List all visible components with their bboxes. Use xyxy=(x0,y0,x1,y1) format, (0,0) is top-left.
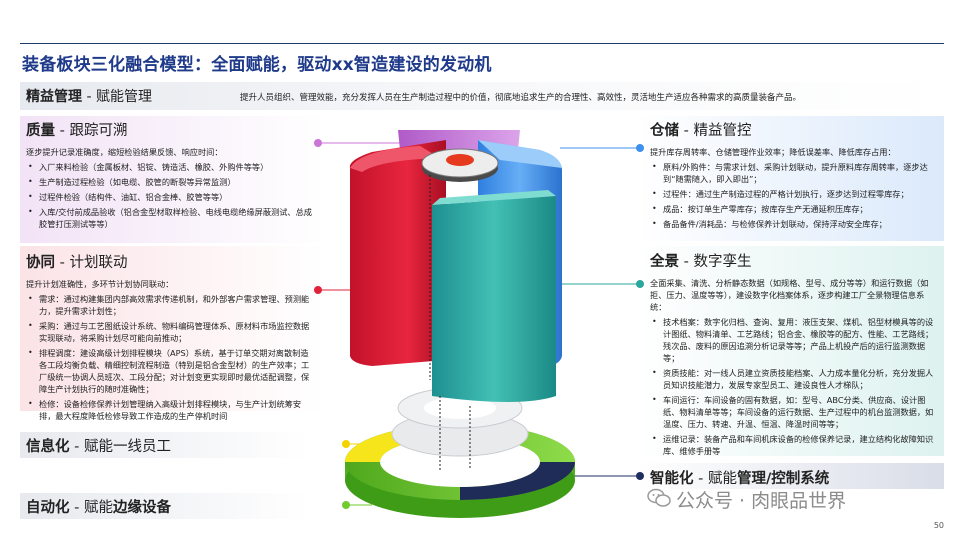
red-pillar xyxy=(349,140,446,366)
storage-heading: 仓储 - 精益管控 xyxy=(650,119,940,140)
cooperation-intro: 提升计划准确性，多环节计划协同联动： xyxy=(26,279,174,289)
cooperation-panel: 协同 - 计划联动 提升计划准确性，多环节计划协同联动： 需求：通过构建集团内部… xyxy=(26,251,316,425)
list-item: 车间运行：车间设备的固有数据，如：型号、ABC分类、供应商、设计图纸、物料清单等… xyxy=(650,394,940,430)
lean-heading: 精益管理 - 赋能管理 xyxy=(26,86,152,106)
quality-dot xyxy=(314,139,322,147)
lean-band xyxy=(20,82,944,110)
panorama-heading-thin: - 数字孪生 xyxy=(679,254,752,270)
info-heading: 信息化 - 赋能一线员工 xyxy=(26,435,171,456)
storage-intro: 提升库存周转率、仓储管理作业效率；降低误差率、降低库存占用： xyxy=(650,147,896,157)
list-item: 采购：通过与工艺图纸设计系统、物料编码管理体系、原材料市场监控数据实现联动，将采… xyxy=(26,320,316,344)
navy-ring xyxy=(460,462,575,500)
quality-heading-thin: - 跟踪可溯 xyxy=(55,123,128,139)
panorama-heading: 全景 - 数字孪生 xyxy=(650,250,940,271)
lean-description: 提升人员组织、管理效能，充分发挥人员在生产制造过程中的价值，彻底地追求生产的合理… xyxy=(240,93,802,103)
info-dot xyxy=(342,440,350,448)
pillar-stack xyxy=(349,130,562,470)
list-item: 运维记录：装备产品和车间机床设备的检修保养记录，建立结构化故障知识库、维修手册等 xyxy=(650,433,940,457)
list-item: 过程件检验（结构件、油缸、铝合金棒、胶管等等） xyxy=(26,191,320,203)
storage-heading-thin: - 精益管控 xyxy=(679,123,752,139)
smart-heading-bold: 智能化 xyxy=(650,471,694,487)
auto-panel-bg xyxy=(20,493,310,519)
panorama-intro: 全面采集、清洗、分析静态数据（如规格、型号、成分等等）和运行数据（如拒、压力、温… xyxy=(650,278,929,312)
ring-stack xyxy=(345,387,575,518)
list-item: 排程调度：建设高级计划排程模块（APS）系统，基于订单交期对离散制造各工段均衡负… xyxy=(26,347,316,395)
cyan-pillar xyxy=(432,196,556,402)
storage-dot xyxy=(636,144,644,152)
list-item: 资质技能：对一线人员建立资质技能档案、人力成本量化分析，充分发掘人员知识技能潜力… xyxy=(650,367,940,391)
cooperation-heading: 协同 - 计划联动 xyxy=(26,251,316,272)
top-rule xyxy=(20,43,944,44)
list-item: 原料/外购件：与需求计划、采购计划联动，提升原料库存周转率，逐步达到“随需随入，… xyxy=(650,161,940,185)
list-item: 过程件：通过生产制造过程的严格计划执行，逐步达到过程零库存； xyxy=(650,188,940,200)
cooperation-list: 需求：通过构建集团内部高效需求传递机制，和外部客户需求管理、预测能力，提升需求计… xyxy=(26,293,316,422)
panorama-panel: 全景 - 数字孪生 全面采集、清洗、分析静态数据（如规格、型号、成分等等）和运行… xyxy=(650,250,940,460)
quality-heading: 质量 - 跟踪可溯 xyxy=(26,119,320,140)
panorama-dot xyxy=(636,280,644,288)
lean-heading-bold: 精益管理 xyxy=(26,89,82,105)
list-item: 技术档案：数字化归档、查询、复用：液压支架、煤机、铝型材模具等的设计图纸、物料清… xyxy=(650,316,940,364)
lean-heading-thin: - 赋能管理 xyxy=(82,89,152,105)
smart-heading: 智能化 - 赋能管理/控制系统 xyxy=(650,467,829,488)
panorama-list: 技术档案：数字化归档、查询、复用：液压支架、煤机、铝型材模具等的设计图纸、物料清… xyxy=(650,316,940,457)
cooperation-dot xyxy=(314,286,322,294)
quality-panel: 质量 - 跟踪可溯 逐步提升记录准确度，缩短检验结果反馈、响应时间： 入厂来料检… xyxy=(26,119,320,233)
auto-heading: 自动化 - 赋能边缘设备 xyxy=(26,496,171,517)
quality-heading-bold: 质量 xyxy=(26,123,55,139)
auto-dot xyxy=(342,501,350,509)
smart-heading-bold2: 管理/控制系统 xyxy=(736,471,830,487)
info-panel-bg xyxy=(20,432,310,458)
list-item: 需求：通过构建集团内部高效需求传递机制，和外部客户需求管理、预测能力，提升需求计… xyxy=(26,293,316,317)
wechat-icon xyxy=(647,488,671,507)
list-item: 入厂来料检验（金属板材、铝锭、铸造活、橡胶、外购件等等） xyxy=(26,161,320,173)
list-item: 备品备件/消耗品：与检修保养计划联动，保持浮动安全库存； xyxy=(650,218,940,230)
panorama-heading-bold: 全景 xyxy=(650,254,679,270)
quality-intro: 逐步提升记录准确度，缩短检验结果反馈、响应时间： xyxy=(26,147,223,157)
list-item: 生产制造过程检验（如电缆、胶管的断裂等异常监测） xyxy=(26,176,320,188)
smart-heading-thin: - 赋能 xyxy=(693,471,737,487)
auto-heading-thin: - 赋能 xyxy=(69,500,113,516)
cooperation-heading-bold: 协同 xyxy=(26,255,55,271)
list-item: 成品：按订单生产零库存；按库存生产无通延积压库存； xyxy=(650,203,940,215)
smart-panel-bg xyxy=(637,463,944,489)
list-item: 检修：设备检修保养计划管理纳入高级计划排程模块，与生产计划统筹安排，最大程度降低… xyxy=(26,398,316,422)
list-item: 入库/交付前成品验收（铝合金型材取样检验、电线电缆绝缘屏蔽测试、总成胶管打压测试… xyxy=(26,206,320,230)
page-title: 装备板块三化融合模型：全面赋能，驱动xx智造建设的发动机 xyxy=(22,55,492,75)
quality-list: 入厂来料检验（金属板材、铝锭、铸造活、橡胶、外购件等等） 生产制造过程检验（如电… xyxy=(26,161,320,230)
auto-heading-bold2: 边缘设备 xyxy=(112,500,171,516)
watermark-text: 公众号 · 肉眼品世界 xyxy=(676,490,847,512)
info-heading-thin: - 赋能一线员工 xyxy=(69,439,171,455)
storage-panel: 仓储 - 精益管控 提升库存周转率、仓储管理作业效率；降低误差率、降低库存占用：… xyxy=(650,119,940,233)
smart-dot xyxy=(636,472,644,480)
cooperation-heading-thin: - 计划联动 xyxy=(55,255,128,271)
page-number: 50 xyxy=(933,521,944,530)
auto-heading-bold: 自动化 xyxy=(26,500,70,516)
storage-heading-bold: 仓储 xyxy=(650,123,679,139)
info-heading-bold: 信息化 xyxy=(26,439,70,455)
storage-list: 原料/外购件：与需求计划、采购计划联动，提升原料库存周转率，逐步达到“随需随入，… xyxy=(650,161,940,230)
